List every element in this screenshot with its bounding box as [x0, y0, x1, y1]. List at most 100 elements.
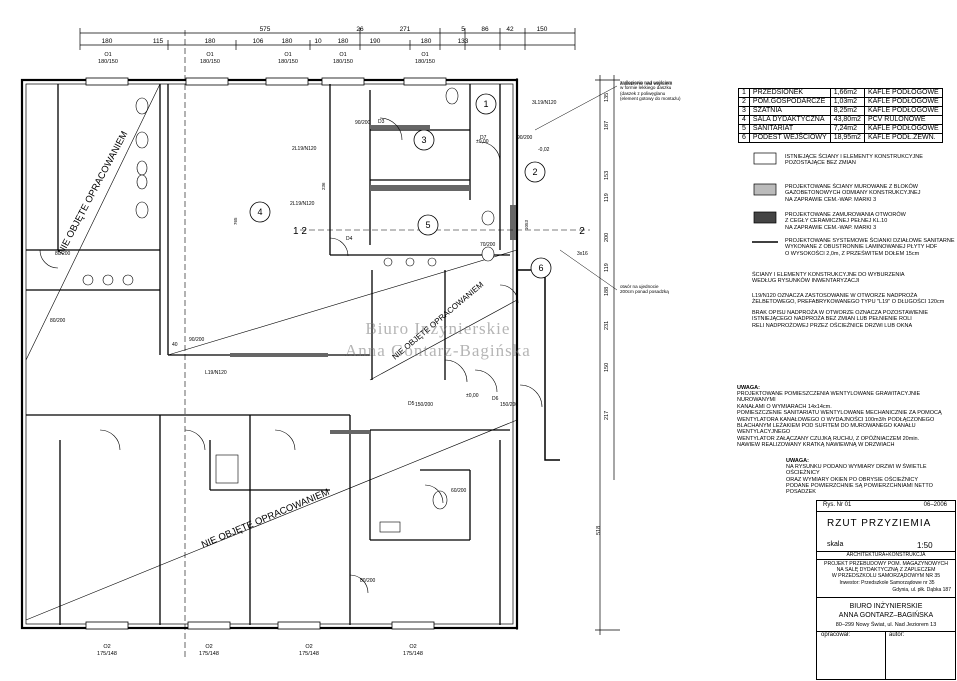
- dim-150: 150: [537, 26, 548, 33]
- legend-new-walls: PROJEKTOWANE ŚCIANY MUROWANE Z BLOKÓW GA…: [785, 184, 921, 203]
- door-size: 150/200: [500, 402, 518, 408]
- window-mark-code: O1: [104, 52, 111, 58]
- dim-right: 231: [604, 321, 610, 330]
- not-in-scope-diagonals: [25, 83, 518, 621]
- investor: Inwestor: Przedszkole Samorządowe nr 35: [839, 580, 935, 586]
- room-floor-cell: KAFLE PODŁOGOWE: [863, 124, 943, 134]
- divider: [817, 551, 955, 552]
- note-no-lintel: BRAK OPISU NADPROŻA W OTWORZE OZNACZA PO…: [752, 310, 929, 329]
- uwaga-areas: PODANE POWIERZCHNIE SĄ POWIERZCHNIAMI NE…: [786, 483, 933, 496]
- level-label-c: -0,02: [538, 147, 550, 153]
- room-area-cell: 1,66m2: [829, 88, 865, 98]
- window-mark-size: 180/150: [200, 59, 220, 65]
- room-2-label: 2: [532, 167, 537, 177]
- dim-right: 119: [604, 263, 610, 272]
- dim-106: 106: [253, 38, 264, 45]
- dim-180-b: 180: [205, 38, 216, 45]
- lintel-label-a: 2L19/N120: [292, 146, 317, 152]
- dim-right: 187: [604, 121, 610, 130]
- right-dimension-lines: [595, 75, 620, 635]
- section-mark-right: 2: [579, 226, 585, 237]
- sanitary-fixtures: [82, 87, 495, 533]
- dim-right: 518: [596, 526, 602, 535]
- level-label-b: ±0,00: [466, 393, 479, 399]
- room-5-label: 5: [425, 220, 430, 230]
- window-mark-size: 180/150: [333, 59, 353, 65]
- window-mark-code: O2: [409, 644, 416, 650]
- callout-line: [534, 85, 618, 131]
- legend-partitions: PROJEKTOWANE SYSTEMOWE ŚCIANKI DZIAŁOWE …: [785, 238, 955, 257]
- door-size: 150/200: [415, 402, 433, 408]
- prepared-label: opracował:: [821, 632, 851, 638]
- room-name-cell: PRZEDSIONEK: [748, 88, 831, 98]
- window-mark-code: O2: [305, 644, 312, 650]
- level-label-a: ±0,00: [476, 139, 489, 145]
- window-mark-code: O2: [103, 644, 110, 650]
- window-mark-size: 180/150: [278, 59, 298, 65]
- dim-26: 26: [356, 26, 364, 33]
- dim-right: 150: [604, 363, 610, 372]
- room-no-cell: 4: [738, 115, 750, 125]
- dim-575: 575: [260, 26, 271, 33]
- opening-callout: otwór na ujednocie 200cm ponad posadzką: [620, 284, 669, 295]
- room-no-cell: 5: [738, 124, 750, 134]
- author-label: autor:: [889, 632, 905, 638]
- room-floor-cell: PCV RULONOWE: [863, 115, 943, 125]
- awning-callout: zaślepienie nad wejściem w formie lekkie…: [620, 80, 681, 102]
- room-6-label: 6: [538, 263, 543, 273]
- lintel-label-c: 3L19/N120: [532, 100, 557, 106]
- office-name: ANNA GONTARZ–BAGIŃSKA: [838, 612, 934, 619]
- dim-right: 217: [604, 411, 610, 420]
- not-in-scope-label-c: NIE OBJĘTE OPRACOWANIEM: [200, 487, 331, 551]
- room-area-cell: 7,24m2: [829, 124, 865, 134]
- note-line: zadaszenie nad wejściem: [620, 81, 673, 86]
- dim-180-d: 180: [338, 38, 349, 45]
- door-size: 60/200: [451, 488, 467, 494]
- room-4-label: 4: [257, 207, 262, 217]
- watermark-line-2: Anna Gontarz-Bagińska: [345, 341, 531, 360]
- room-floor-cell: KAFLE PODŁOGOWE: [863, 97, 943, 107]
- room-name-cell: POM.GOSPODARCZE: [748, 97, 831, 107]
- uwaga-title: UWAGA:: [737, 385, 760, 391]
- callout-line: [559, 249, 618, 291]
- room-name-cell: SALA DYDAKTYCZNA: [748, 115, 831, 125]
- door-code: D3: [378, 119, 385, 125]
- door-size: 80/200: [55, 251, 71, 257]
- project-name: PROJEKT PRZEBUDOWY POM. MAGAZYNOWYCH NA …: [823, 561, 949, 579]
- office-address: 80–299 Nowy Świat, ul. Nad Jeziorem 13: [835, 622, 937, 628]
- room-name-cell: PODEST WEJŚCIOWY: [748, 133, 831, 143]
- window-mark-size: 180/150: [415, 59, 435, 65]
- room-name-cell: SZATNIA: [748, 106, 831, 116]
- title-block: Rys. Nr 01 06–2006 RZUT PRZYZIEMIA skala…: [816, 500, 956, 680]
- door-size: 70/200: [480, 242, 496, 248]
- legend-symbols: [752, 152, 778, 243]
- drawing-date: 06–2006: [923, 502, 947, 508]
- room-name-cell: SANITARIAT: [748, 124, 831, 134]
- dim-right: 135: [604, 93, 610, 102]
- door-size: 80/200: [360, 578, 376, 584]
- dim-1053-label: 1053: [524, 219, 529, 230]
- watermark: Biuro Inżynierskie Anna Gontarz-Bagińska: [345, 318, 531, 362]
- dim-180-a: 180: [102, 38, 113, 45]
- room-area-cell: 1,03m2: [829, 97, 865, 107]
- lintel-label-d: L19/N120: [205, 370, 227, 376]
- drawing-number: Rys. Nr 01: [823, 502, 852, 508]
- legend-existing-walls: ISTNIEJĄCE ŚCIANY I ELEMENTY KONSTRUKCYJ…: [785, 154, 923, 167]
- room-area-cell: 18,95m2: [829, 133, 865, 143]
- door-size: 90/200: [517, 135, 533, 141]
- room-no-cell: 3: [738, 106, 750, 116]
- divider: [817, 597, 955, 598]
- dim-right: 119: [604, 193, 610, 202]
- door-size: 90/200: [189, 337, 205, 343]
- section-mark-left: 1 2: [293, 226, 307, 237]
- door-code: D6: [492, 396, 499, 402]
- uwaga-dimensions: NA RYSUNKU PODANO WYMIARY DRZWI W ŚWIETL…: [786, 464, 927, 483]
- dim-40-label: 40: [172, 342, 178, 348]
- window-mark-size: 175/148: [403, 651, 423, 657]
